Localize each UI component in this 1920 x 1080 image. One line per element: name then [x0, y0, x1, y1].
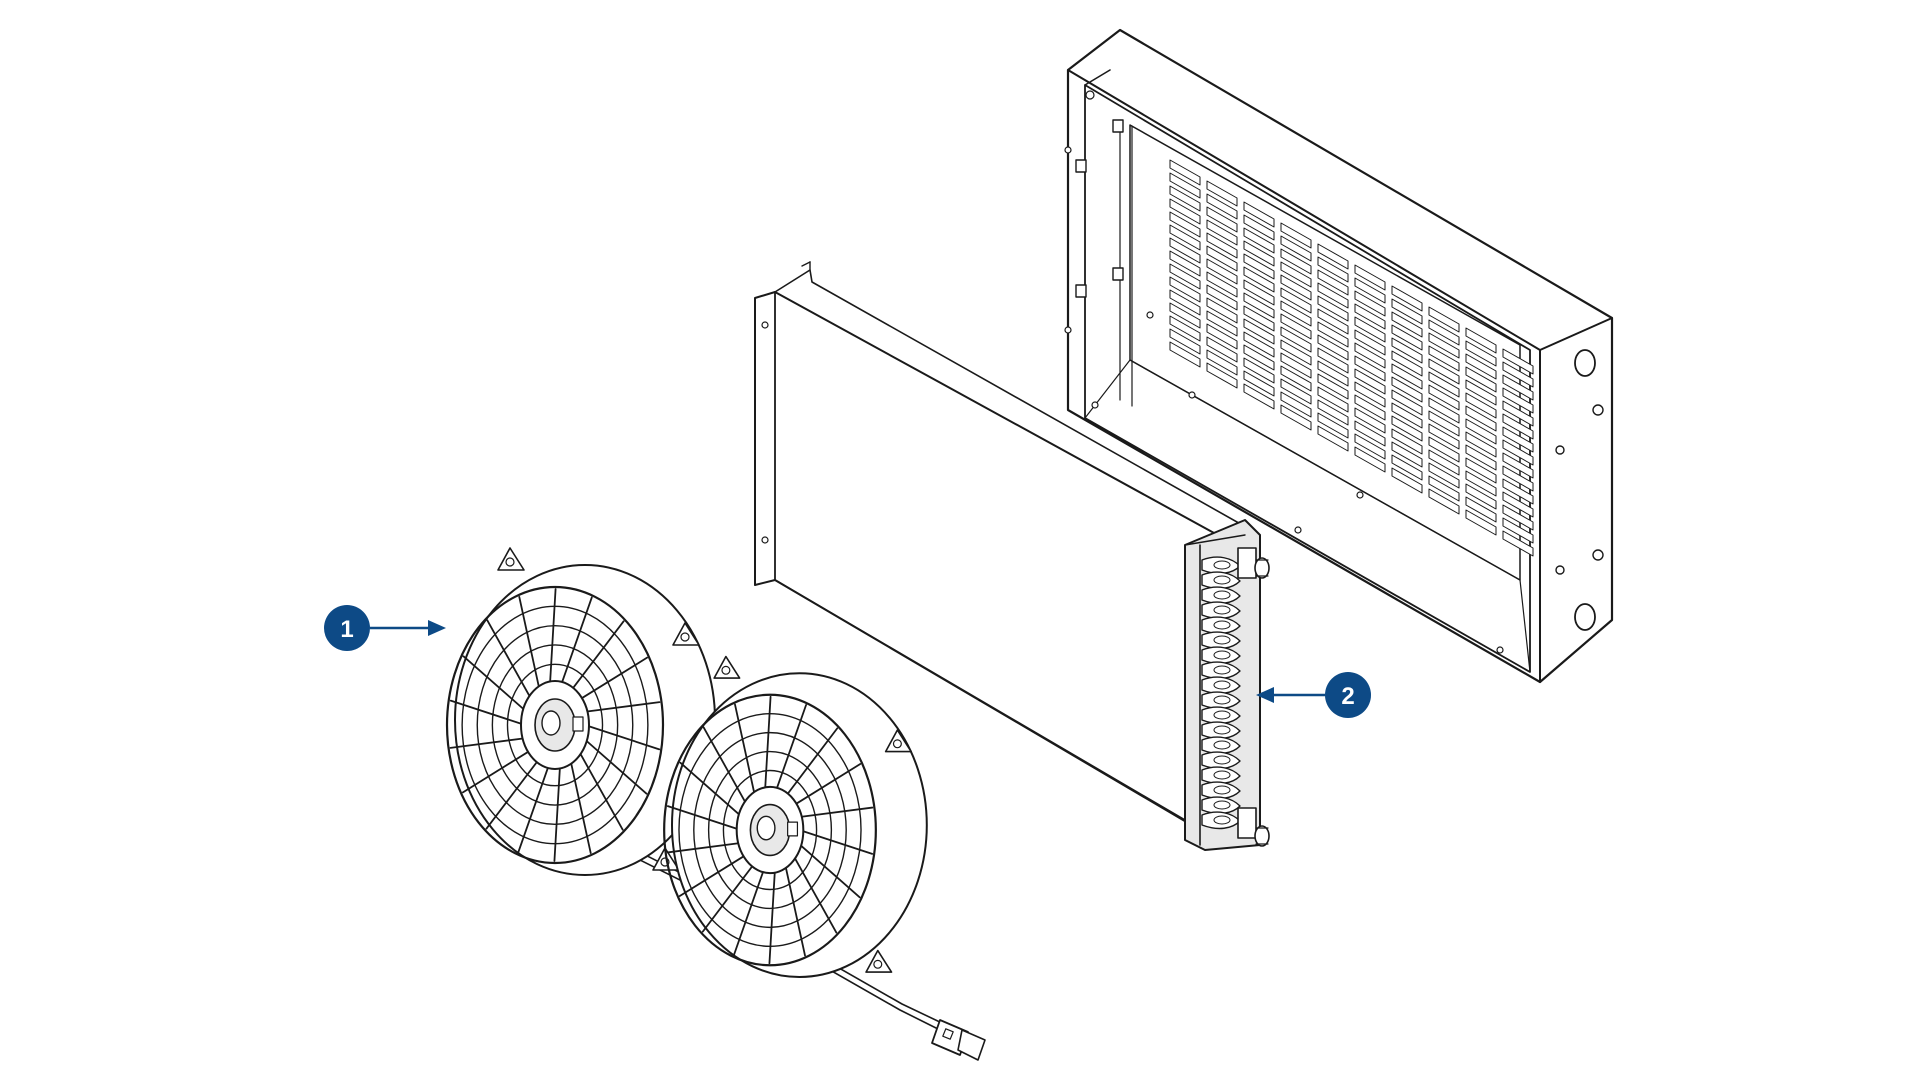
callout-2-label: 2 [1341, 683, 1354, 710]
callout-2: 2 [1256, 672, 1371, 718]
callout-1-badge [324, 605, 370, 651]
cooling-fan-2 [663, 655, 928, 978]
coil-fitting-bottom [1237, 807, 1270, 847]
callout-1: 1 [324, 605, 446, 651]
housing-enclosure [1064, 28, 1614, 684]
callout-2-badge [1325, 672, 1371, 718]
cooling-fan-1 [445, 547, 716, 876]
louver-grille [1169, 159, 1534, 557]
fan-connector [931, 1019, 986, 1061]
heat-exchanger-coil [754, 261, 1270, 851]
callout-2-arrowhead [1256, 687, 1274, 703]
coil-u-bends [1201, 556, 1241, 830]
mounting-studs [1064, 90, 1504, 654]
dual-cooling-fans [445, 547, 986, 1061]
callout-1-label: 1 [340, 616, 353, 643]
callout-1-arrowhead [428, 620, 446, 636]
coil-fitting-top [1237, 547, 1270, 579]
